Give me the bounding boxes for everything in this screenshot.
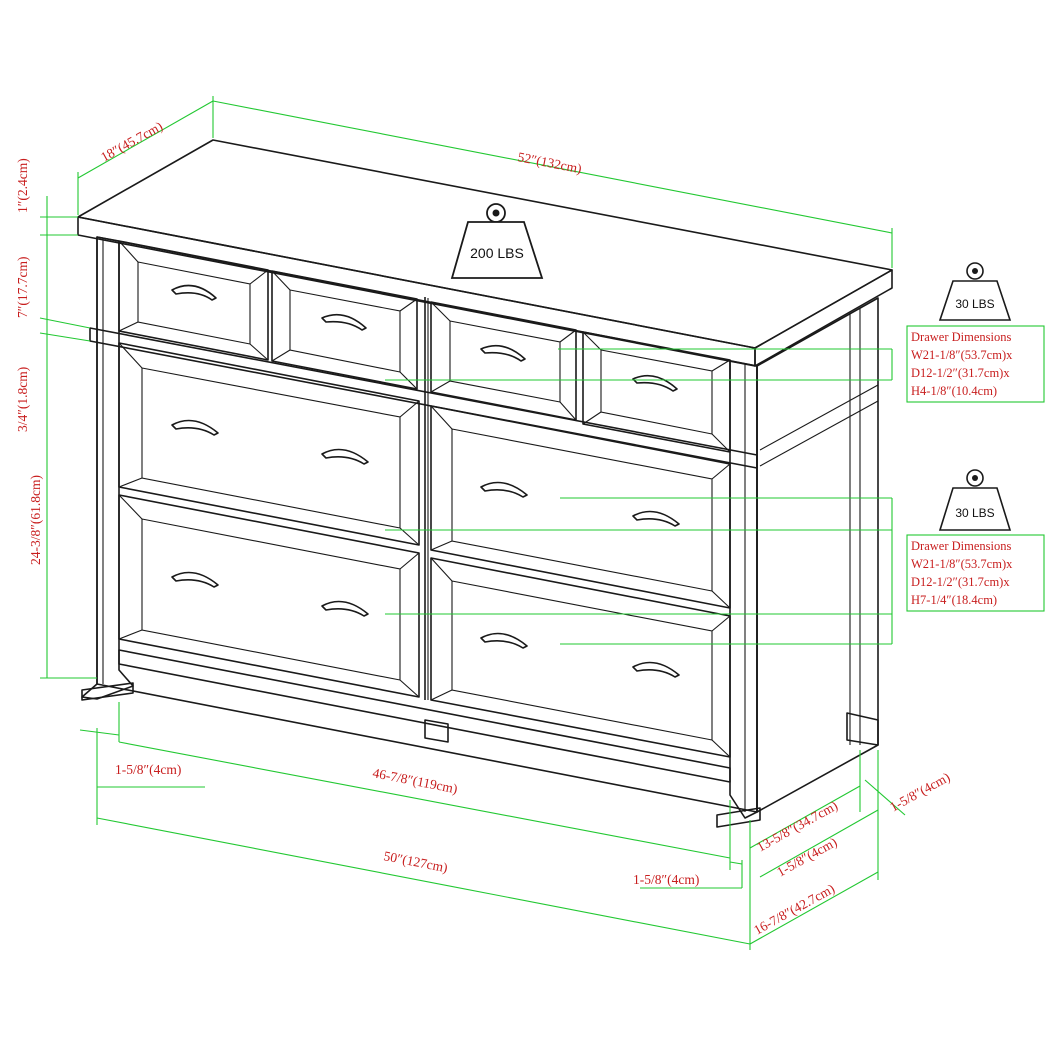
upper-drawer-spec-width: W21-1/8″(53.7cm)x [911,348,1013,362]
lower-height-label: 24-3/8″(61.8cm) [28,475,43,565]
lower-drawer-left-top [118,342,420,546]
upper-drawer-spec-depth: D12-1/2″(31.7cm)x [911,366,1010,380]
top-weight-label: 200 LBS [470,245,524,261]
lower-drawer-left-top-handle-2 [321,448,369,465]
left-foot-pad [81,682,134,701]
lower-drawer-left-bottom-handle-2 [321,600,369,617]
upper-drawer-4 [582,331,731,453]
back-leg [846,712,879,746]
width-top-label: 52″(132cm) [516,149,583,176]
lower-drawer-left-top-handle-1 [171,419,219,436]
lower-drawer-right-top-handle-1 [480,481,528,498]
upper-drawer-4-pull-handle [632,374,678,392]
left-leg-label: 1-5/8″(4cm) [115,762,181,777]
lower-drawer-right-bottom-handle-1 [480,632,528,649]
upper-drawer-weight-label: 30 LBS [955,297,994,311]
right-leg-back-label: 1-5/8″(4cm) [887,769,952,814]
side-rail-line [759,384,879,451]
upper-drawer-1 [118,240,269,361]
lower-drawer-spec-width: W21-1/8″(53.7cm)x [911,557,1013,571]
left-front-leg [81,236,134,700]
overall-width-label: 50″(127cm) [382,848,449,875]
weight-icon-upper-drawer: 30 LBS [938,262,1012,321]
right-leg-front-label: 1-5/8″(4cm) [633,872,699,887]
depth-top-label: 18″(45.7cm) [98,118,165,164]
lower-drawer-left-bottom [118,494,420,698]
lower-drawer-weight-label: 30 LBS [955,506,994,520]
upper-drawer-spec-box [906,325,1045,403]
right-front-leg [729,360,758,819]
upper-drawer-1-pull-handle [171,284,217,301]
lower-drawer-spec: Drawer Dimensions W21-1/8″(53.7cm)x D12-… [911,539,1013,607]
rail-thickness-label: 3/4″(1.8cm) [15,367,30,432]
overall-depth-label: 16-7/8″(42.7cm) [751,881,837,938]
inner-width-label: 46-7/8″(119cm) [371,765,458,796]
upper-drawer-3-pull-handle [480,344,526,362]
lower-drawer-spec-height: H7-1/4″(18.4cm) [911,593,997,607]
upper-drawer-2 [271,270,418,390]
right-foot-pad [716,807,761,828]
lower-drawer-right-top-handle-2 [632,510,680,527]
side-rail-line-lower [759,400,879,467]
lower-drawer-right-bottom-handle-2 [632,661,680,678]
dresser-drawing [77,139,893,828]
upper-drawer-spec: Drawer Dimensions W21-1/8″(53.7cm)x D12-… [911,330,1013,398]
lower-drawer-right-bottom [430,557,731,758]
weight-icon-top: 200 LBS [450,203,544,279]
dimension-lines [39,96,1045,950]
bottom-rail [118,649,731,783]
weight-icon-lower-drawer: 30 LBS [938,469,1012,531]
upper-drawer-3 [430,301,577,421]
upper-drawer-2-pull-handle [321,313,367,331]
lower-drawer-spec-box [906,534,1045,612]
upper-drawer-spec-heading: Drawer Dimensions [911,330,1011,344]
dresser-front-frame [96,236,758,813]
upper-section-height-label: 7″(17.7cm) [15,257,30,318]
lower-drawer-spec-heading: Drawer Dimensions [911,539,1011,553]
center-support-foot [424,719,449,743]
lower-drawer-right-top [430,405,731,609]
lower-drawer-left-bottom-handle-1 [171,571,219,588]
lower-drawer-spec-depth: D12-1/2″(31.7cm)x [911,575,1010,589]
dresser-top-side-edge [754,269,893,367]
upper-drawer-spec-height: H4-1/8″(10.4cm) [911,384,997,398]
top-thickness-label: 1″(2.4cm) [15,158,30,213]
